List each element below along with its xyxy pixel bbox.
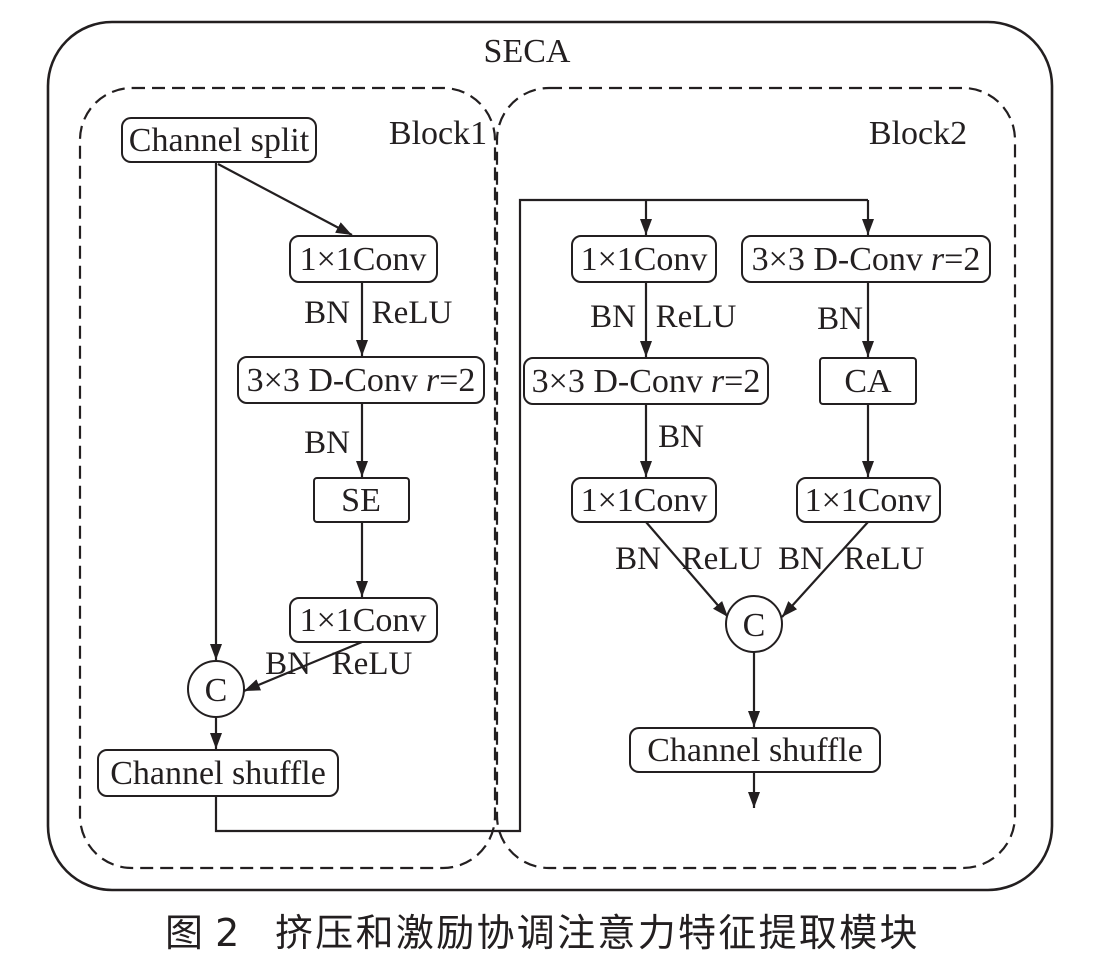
block2-left-dconv-label-rate-var: r xyxy=(711,363,725,400)
block2-left-dconv-bn-label: BN xyxy=(658,419,704,455)
block2-left-conv-in-relu-label: ReLU xyxy=(656,299,737,335)
block1-se-label: SE xyxy=(341,482,381,519)
seca-module-frame xyxy=(46,20,1054,892)
block1-dconv-label-rate-value: =2 xyxy=(439,362,475,399)
block1-conv-out-relu-label: ReLU xyxy=(332,646,413,682)
block1-conv-in-bn-label: BN xyxy=(304,295,350,331)
block1-se-box xyxy=(313,477,410,523)
block2-left-dconv-box xyxy=(523,357,769,405)
caption-title: 挤压和激励协调注意力特征提取模块 xyxy=(275,911,920,955)
block1-conv-out-label: 1×1Conv xyxy=(300,602,427,639)
block2-left-conv-out-box xyxy=(571,477,717,523)
block1-channel-split-label: Channel split xyxy=(129,122,310,159)
block2-frame xyxy=(495,86,1017,870)
block2-label: Block2 xyxy=(869,115,967,152)
block2-left-conv-out-relu-label: ReLU xyxy=(682,541,763,577)
block2-ca-box xyxy=(819,357,917,405)
block1-dconv-bn-label: BN xyxy=(304,425,350,461)
block2-right-conv-out-relu-label: ReLU xyxy=(844,541,925,577)
block2-channel-shuffle-label: Channel shuffle xyxy=(647,732,863,769)
arrow-block2-left-conv-out-to-concat xyxy=(645,521,729,618)
block1-channel-shuffle-box xyxy=(97,749,339,797)
arrow-block1-conv-out-to-concat xyxy=(243,640,363,693)
block1-conv-in-label: 1×1Conv xyxy=(300,241,427,278)
block2-left-conv-in-box xyxy=(571,235,717,283)
block1-concat-label: C xyxy=(205,672,228,709)
connector-block1-to-block2 xyxy=(214,198,868,833)
block2-right-conv-out-bn-label: BN xyxy=(778,541,824,577)
block1-label: Block1 xyxy=(389,115,487,152)
block1-conv-in-relu-label: ReLU xyxy=(372,295,453,331)
block1-dconv-box xyxy=(237,356,485,404)
seca-title: SECA xyxy=(484,33,571,70)
block1-dconv-label-prefix: 3×3 D-Conv xyxy=(247,362,418,399)
block2-left-conv-in-bn-label: BN xyxy=(590,299,636,335)
block2-left-conv-out-label: 1×1Conv xyxy=(581,482,708,519)
block2-left-conv-out-bn-label: BN xyxy=(615,541,661,577)
block2-right-dconv-bn-label: BN xyxy=(817,301,863,337)
block1-channel-split-box xyxy=(121,117,317,163)
block2-left-dconv-label-prefix: 3×3 D-Conv xyxy=(532,363,703,400)
block2-right-dconv-label-prefix: 3×3 D-Conv xyxy=(752,241,923,278)
block2-ca-label: CA xyxy=(844,363,892,400)
block2-channel-shuffle-box xyxy=(629,727,881,773)
block2-concat-label: C xyxy=(743,607,766,644)
block2-right-dconv-label-rate-var: r xyxy=(931,241,945,278)
block2-right-dconv-label-rate-value: =2 xyxy=(944,241,980,278)
arrow-block2-right-conv-out-to-concat xyxy=(781,521,869,618)
block2-right-dconv-box xyxy=(741,235,991,283)
caption-figure-number: 图 2 xyxy=(165,911,239,955)
block2-right-conv-out-box xyxy=(796,477,941,523)
block2-concat-node xyxy=(725,595,783,653)
block1-channel-shuffle-label: Channel shuffle xyxy=(110,755,326,792)
block1-concat-node xyxy=(187,660,245,718)
block1-frame xyxy=(78,86,497,870)
block1-dconv-label-rate-var: r xyxy=(426,362,440,399)
block2-left-dconv-label-rate-value: =2 xyxy=(724,363,760,400)
arrow-split-to-block1-conv-in xyxy=(217,163,353,236)
block1-conv-out-bn-label: BN xyxy=(265,646,311,682)
block1-conv-in-box xyxy=(289,235,438,283)
block2-right-conv-out-label: 1×1Conv xyxy=(805,482,932,519)
block1-conv-out-box xyxy=(289,597,438,643)
figure-caption: 图 2 挤压和激励协调注意力特征提取模块 xyxy=(165,911,920,955)
block1-nodes: Channel split 1×1Conv BN ReLU 3×3 D-Conv… xyxy=(97,117,485,797)
block2-left-conv-in-label: 1×1Conv xyxy=(581,241,708,278)
connections xyxy=(210,162,874,833)
